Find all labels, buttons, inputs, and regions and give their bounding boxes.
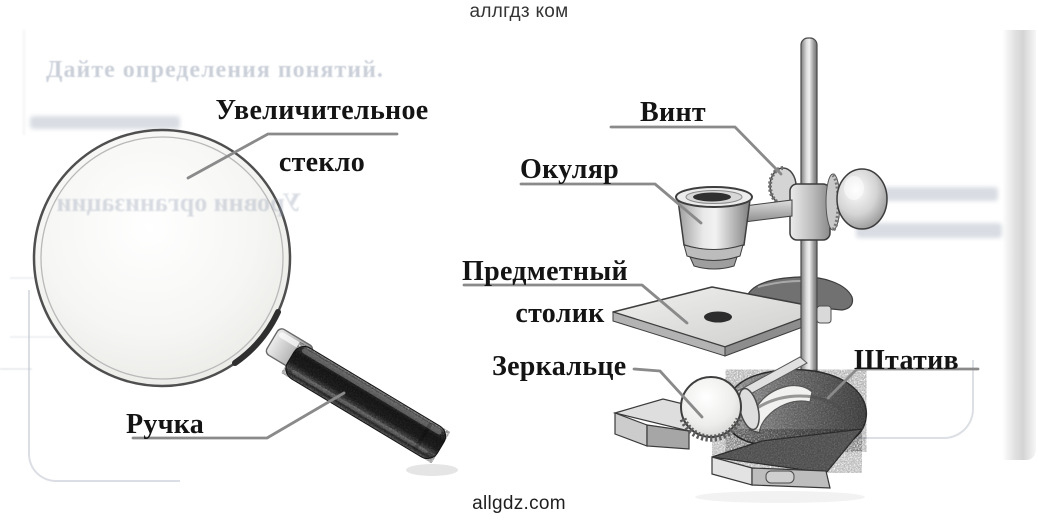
- label-eyepiece: Окуляр: [520, 154, 620, 185]
- leader-mirror: [632, 367, 704, 419]
- mirror-knurled-edge: [679, 417, 743, 442]
- base-foot: [765, 470, 795, 484]
- eyepiece-assembly: [675, 186, 793, 270]
- bleedthrough-box-left: [28, 290, 180, 482]
- stage-clamp-screw: [816, 305, 832, 324]
- leader-eyepiece: [519, 182, 703, 225]
- leader-stand: [826, 367, 980, 400]
- label-mirror: Зеркальце: [492, 351, 627, 382]
- microscope-base: [612, 368, 868, 503]
- bleedthrough-smudge: [856, 223, 1002, 238]
- eyepiece-opening: [693, 192, 731, 202]
- leader-stage: [462, 283, 689, 325]
- focus-screw-assembly: [768, 166, 888, 241]
- label-lens-line1: Увеличительное: [215, 95, 429, 126]
- eyepiece-arm: [743, 199, 793, 223]
- bleedthrough-rule: [0, 368, 32, 370]
- label-handle: Ручка: [126, 409, 205, 440]
- leader-screw: [609, 125, 783, 176]
- microscope-illustration: [612, 37, 888, 503]
- magnifier-rim-joint: [232, 309, 281, 366]
- scan-page-edge: [1002, 30, 1036, 460]
- label-lens-line2: стекло: [278, 147, 366, 178]
- scan-crease: [23, 30, 25, 135]
- watermark-bottom: allgdz.com: [472, 493, 566, 514]
- label-stage-line1: Предметный: [462, 256, 628, 287]
- watermark-top: аллгдз ком: [469, 1, 569, 22]
- focus-knob: [836, 168, 888, 230]
- bleedthrough-smudge: [872, 187, 998, 201]
- leader-lens: [186, 132, 399, 180]
- magnifier-lens: [32, 128, 292, 388]
- label-screw: Винт: [640, 97, 706, 128]
- magnifier-illustration: [32, 128, 458, 476]
- bleedthrough-smudge: [30, 116, 180, 129]
- magnifier-handle: [285, 345, 447, 460]
- stage-hole: [704, 311, 732, 323]
- magnifier-lens-inner-rim: [40, 136, 284, 380]
- leader-handle: [131, 391, 346, 440]
- rod-clamp-block: [789, 183, 831, 241]
- leader-lines: [131, 125, 980, 440]
- label-stage-line2: столик: [515, 298, 605, 329]
- label-stand: Штатив: [854, 345, 959, 376]
- mirror-assembly: [679, 356, 808, 442]
- handle-shadow: [406, 464, 458, 476]
- bleedthrough-box-right: [842, 360, 974, 439]
- mirror-disc: [680, 376, 742, 438]
